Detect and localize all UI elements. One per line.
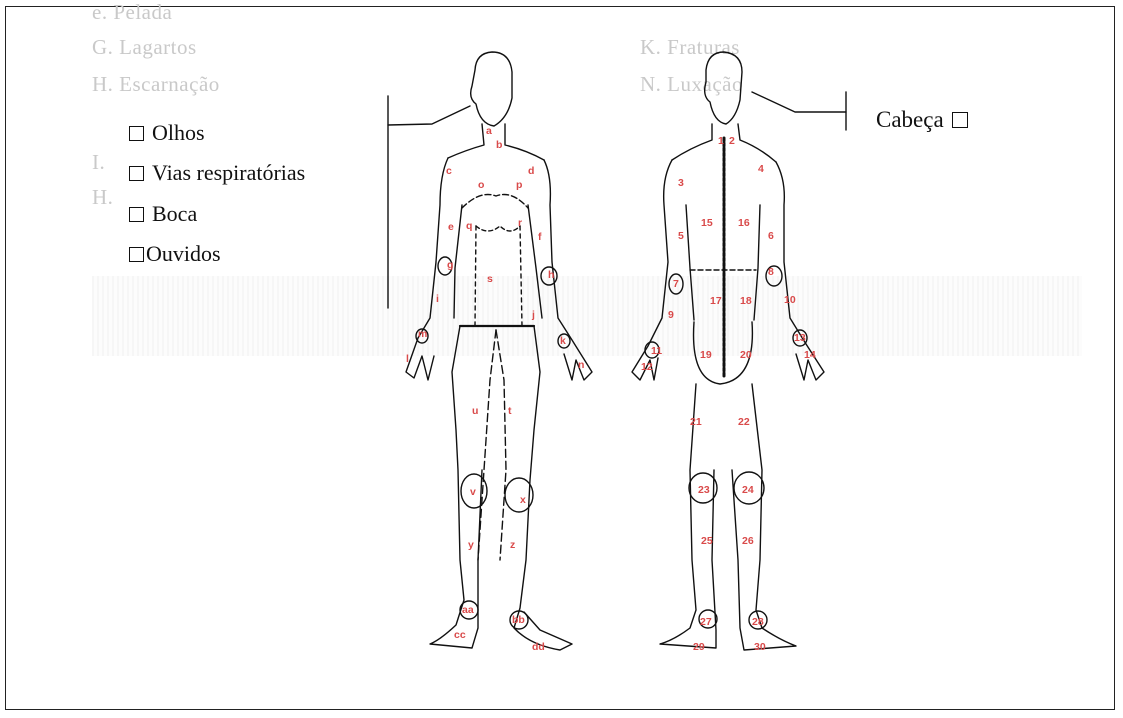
front-zone-label: x <box>520 494 526 506</box>
back-zone-label: 3 <box>678 177 684 189</box>
front-zone-label: l <box>406 353 409 365</box>
back-zone-label: 19 <box>700 349 712 361</box>
front-zone-label: z <box>510 539 515 551</box>
front-zone-label: t <box>508 405 512 417</box>
front-zone-label: b <box>496 139 502 151</box>
front-zone-label: r <box>518 217 522 229</box>
front-zone-label: c <box>446 165 452 177</box>
front-zone-label: bb <box>512 614 525 626</box>
back-zone-label: 9 <box>668 309 674 321</box>
front-zone-label: n <box>578 359 584 371</box>
back-zone-label: 8 <box>768 266 774 278</box>
front-zone-label: y <box>468 539 474 551</box>
back-zone-label: 11 <box>651 345 662 357</box>
back-zone-label: 10 <box>784 294 796 306</box>
back-zone-label: 7 <box>673 278 679 290</box>
back-zone-label: 30 <box>754 641 766 653</box>
back-zone-label: 5 <box>678 230 684 242</box>
front-zone-label: m <box>418 328 427 340</box>
front-zone-label: p <box>516 179 522 191</box>
back-zone-label: 18 <box>740 295 752 307</box>
back-zone-label: 15 <box>701 217 713 229</box>
back-zone-label: 13 <box>794 332 806 344</box>
front-zone-label: h <box>548 269 554 281</box>
back-zone-label: 21 <box>690 416 702 428</box>
front-zone-label: g <box>447 259 453 271</box>
front-zone-label: i <box>436 293 439 305</box>
back-zone-label: 4 <box>758 163 764 175</box>
back-zone-label: 2 <box>729 135 735 147</box>
front-zone-label: k <box>560 335 566 347</box>
front-zone-label: a <box>486 125 492 137</box>
front-zone-label: u <box>472 405 478 417</box>
front-zone-label: aa <box>462 604 474 616</box>
front-zone-label: d <box>528 165 534 177</box>
back-zone-label: 27 <box>700 616 712 628</box>
back-zone-label: 24 <box>742 484 754 496</box>
back-zone-label: 16 <box>738 217 750 229</box>
back-zone-label: 22 <box>738 416 750 428</box>
front-zone-label: j <box>531 309 535 321</box>
front-zone-label: e <box>448 221 454 233</box>
right-bracket <box>752 92 846 130</box>
back-zone-label: 12 <box>641 361 653 373</box>
back-zone-label: 25 <box>701 535 713 547</box>
back-zone-label: 14 <box>804 349 816 361</box>
back-zone-label: 23 <box>698 484 710 496</box>
back-zone-label: 6 <box>768 230 774 242</box>
front-zone-label: v <box>470 486 476 498</box>
left-bracket <box>388 96 470 308</box>
back-zone-label: 17 <box>710 295 722 307</box>
back-zone-label: 1 <box>718 135 724 147</box>
front-zone-label: cc <box>454 629 466 641</box>
front-zone-label: q <box>466 220 472 232</box>
back-zone-label: 29 <box>693 641 705 653</box>
front-zone-label: o <box>478 179 484 191</box>
front-zone-label: dd <box>532 641 545 653</box>
back-zone-label: 26 <box>742 535 754 547</box>
back-zone-label: 20 <box>740 349 752 361</box>
front-zone-label: f <box>538 231 542 243</box>
back-zone-label: 28 <box>752 616 764 628</box>
front-zone-label: s <box>487 273 493 285</box>
